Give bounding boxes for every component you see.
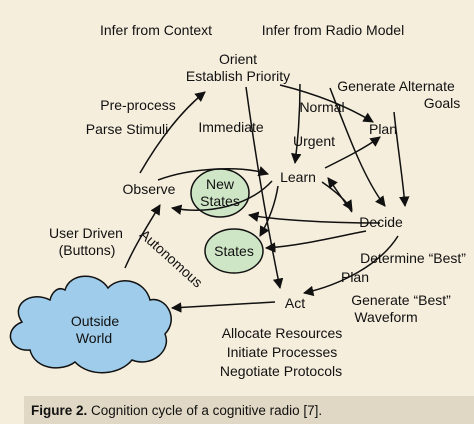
- world-label: World: [76, 330, 112, 346]
- orient-label: Orient: [219, 51, 257, 67]
- caption-band: [24, 396, 474, 424]
- arrow-observe-to-orient: [139, 91, 206, 174]
- arrow-orient-to-act: [245, 86, 284, 290]
- initiate-processes-label: Initiate Processes: [227, 344, 338, 360]
- arrow-decide-to-learn: [327, 177, 353, 213]
- arrow-plan-to-decide: [393, 111, 410, 208]
- infer-radio-label: Infer from Radio Model: [262, 22, 404, 38]
- determine-best-label: Determine “Best”: [360, 250, 466, 266]
- caption-text: Cognition cycle of a cognitive radio [7]…: [87, 403, 322, 418]
- arrow-orient-to-decide: [329, 87, 386, 207]
- parse-stimuli-label: Parse Stimuli: [86, 121, 168, 137]
- plan-label: Plan: [369, 121, 397, 137]
- establish-priority-label: Establish Priority: [186, 68, 290, 84]
- goals-label: Goals: [424, 95, 461, 111]
- arrow-world-to-observe: [124, 204, 161, 269]
- new-states-label: States: [200, 193, 240, 209]
- act-label: Act: [285, 295, 305, 311]
- user-driven-label: User Driven: [49, 225, 123, 241]
- decide-label: Decide: [359, 214, 403, 230]
- arrow-orient-to-plan: [279, 84, 374, 123]
- cycle-arrows: [124, 83, 410, 313]
- arrow-learn-to-plan: [324, 136, 381, 169]
- observe-label: Observe: [123, 181, 176, 197]
- buttons-label: (Buttons): [59, 242, 116, 258]
- arrow-decide-to-act: [302, 235, 399, 297]
- states-node: [204, 228, 264, 274]
- figure-caption: Figure 2. Cognition cycle of a cognitive…: [31, 403, 322, 418]
- arrow-orient-to-learn: [291, 83, 302, 165]
- arrow-observe-to-learn: [157, 166, 269, 181]
- new-label: New: [206, 176, 235, 192]
- generate-alternate-label: Generate Alternate: [337, 78, 455, 94]
- states-label: States: [214, 243, 254, 259]
- diagram-labels: Infer from Context Infer from Radio Mode…: [49, 22, 466, 379]
- outside-world-cloud: [9, 275, 172, 374]
- arrow-learn-to-states: [259, 185, 279, 237]
- infer-context-label: Infer from Context: [100, 22, 212, 38]
- arrow-decide-to-states: [264, 230, 367, 253]
- plan-best-label: Plan: [341, 269, 369, 285]
- normal-label: Normal: [299, 99, 344, 115]
- arrow-act-to-world: [170, 301, 276, 313]
- outside-label: Outside: [71, 313, 119, 329]
- waveform-label: Waveform: [354, 309, 417, 325]
- autonomous-label: Autonomous: [137, 226, 206, 290]
- allocate-resources-label: Allocate Resources: [222, 325, 343, 341]
- immediate-label: Immediate: [198, 119, 264, 135]
- caption-figure-number: Figure 2.: [31, 403, 87, 418]
- generate-best-label: Generate “Best”: [351, 292, 451, 308]
- urgent-label: Urgent: [293, 133, 335, 149]
- arrow-learn-to-observe: [170, 180, 273, 215]
- arrow-decide-to-new-states: [247, 211, 381, 224]
- negotiate-protocols-label: Negotiate Protocols: [220, 363, 342, 379]
- learn-label: Learn: [280, 169, 316, 185]
- preprocess-label: Pre-process: [100, 97, 175, 113]
